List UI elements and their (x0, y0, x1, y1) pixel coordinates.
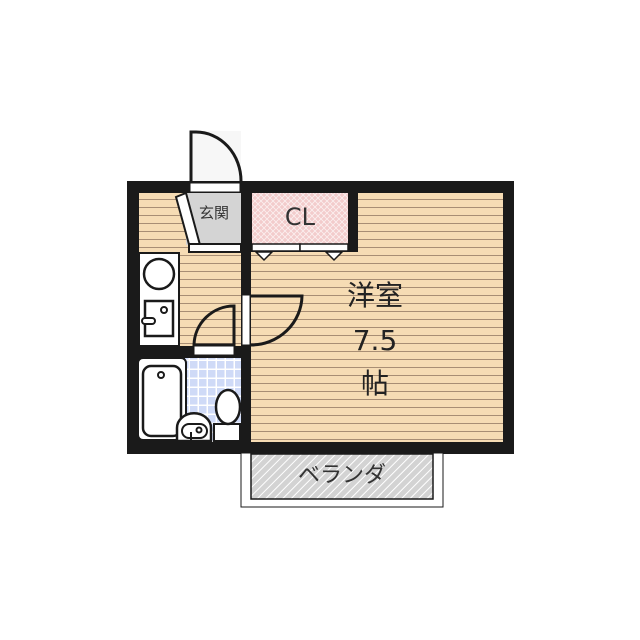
front-door-threshold (189, 182, 241, 193)
drain-icon (141, 317, 156, 325)
western-room-unit: 帖 (360, 367, 389, 400)
toilet-bowl-icon (214, 388, 242, 426)
closet-door-right (299, 243, 349, 252)
room-door-opening (241, 294, 251, 346)
bathtub-icon (141, 364, 183, 438)
veranda-label: ベランダ (297, 463, 386, 488)
washbasin-faucet (195, 426, 203, 434)
tub-drain-icon (157, 371, 165, 379)
faucet-icon (160, 306, 168, 314)
sink-icon (143, 299, 175, 338)
entrance-step (188, 243, 242, 253)
washbasin-bowl (181, 423, 208, 439)
front-door-swing (189, 130, 243, 182)
closet-label: CL (284, 203, 316, 231)
closet-door-marker-left (254, 251, 274, 262)
room-door-swing (250, 294, 304, 347)
bath-door-opening (193, 345, 235, 356)
closet-door-left (251, 243, 301, 252)
bath-door-swing (192, 304, 236, 347)
closet-floor (252, 193, 348, 244)
veranda-floor (250, 453, 434, 500)
toilet-tank (213, 423, 241, 442)
entrance-label: 玄関 (198, 204, 229, 222)
closet-door-marker-right (324, 251, 344, 262)
front-door-bg (190, 131, 241, 181)
western-room-size: 7.5 (352, 324, 398, 357)
western-room-label: 洋室 (346, 279, 403, 312)
washer-icon (142, 257, 176, 291)
